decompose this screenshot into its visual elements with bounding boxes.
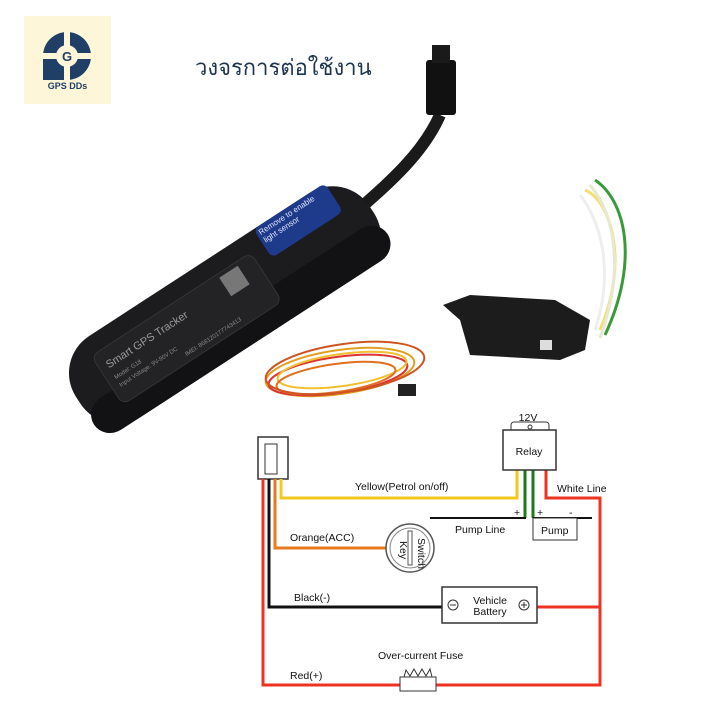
gps-tracker-device: Smart GPS Tracker Model: G18 Input Volta… [68,185,391,434]
pump-plus: + [537,507,543,519]
light-sensor-sticker [255,185,341,256]
yellow-wire [279,470,519,500]
key-label: Key [397,541,409,560]
yellow-label: Yellow(Petrol on/off) [355,481,448,493]
pump-label: Pump [541,525,569,537]
switch-label: Switch [415,538,427,569]
white-line-label: White Line [557,483,607,495]
battery-minus-icon [447,599,459,611]
brand-name: GPS DDs [47,81,88,91]
black-wire [267,479,442,609]
black-label: Black(-) [294,592,330,604]
over-current-fuse [399,676,437,692]
logo-mark-icon: G [41,30,93,82]
relay-box [502,429,557,471]
connector-tip [432,45,450,63]
qr-code-icon [219,265,250,297]
orange-wire [273,479,386,550]
pump-minus: - [569,507,573,519]
orange-label: Orange(ACC) [290,532,354,544]
battery-plus-icon [518,599,530,611]
key-switch [385,523,435,573]
battery-label-2: Battery [473,606,507,618]
brand-logo: G GPS DDs [24,16,111,104]
pump-box [532,517,578,541]
pump-line-label: Pump Line [455,524,505,536]
pump-line-plus: + [514,507,520,519]
tracker-plug [257,436,289,480]
battery-label-1: Vehicle [473,595,507,607]
tracker-connector [426,60,456,115]
red-label: Red(+) [290,670,322,682]
white-line-wire [436,470,602,687]
wire-bundle [264,340,426,398]
relay-harness [443,178,627,360]
wiring-diagram: 12V Relay Yellow(Petrol on/off) White Li… [257,412,607,692]
red-wire [261,479,400,687]
relay-label: Relay [516,446,544,458]
relay-voltage-label: 12V [519,412,538,424]
svg-text:G: G [62,49,72,64]
fuse-label: Over-current Fuse [378,650,463,662]
page-title: วงจรการต่อใช้งาน [195,56,372,81]
